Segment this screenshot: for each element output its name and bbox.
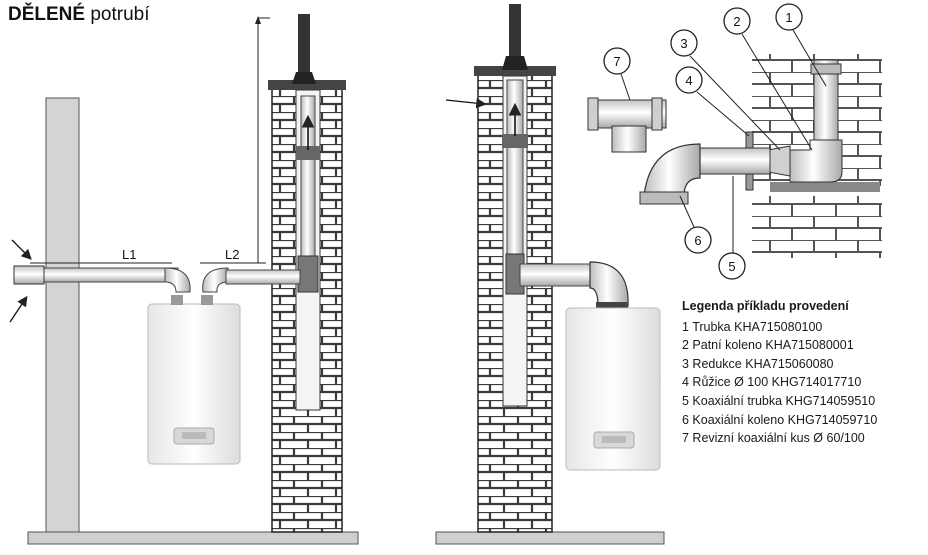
outer-wall <box>45 97 80 539</box>
legend-item: 1 Trubka KHA715080100 <box>682 319 823 334</box>
legend-item: 2 Patní koleno KHA715080001 <box>682 338 854 353</box>
legend-item: 6 Koaxiální koleno KHG714059710 <box>682 412 878 427</box>
part-7-revision <box>587 97 667 153</box>
floor-middle <box>435 531 665 545</box>
callout-2: 2 <box>723 7 813 151</box>
callout-2-label: 2 <box>733 14 740 29</box>
callout-4-label: 4 <box>685 73 692 88</box>
callout-5-label: 5 <box>728 259 735 274</box>
callout-1-label: 1 <box>785 10 792 25</box>
label-l2: L2 <box>225 247 239 262</box>
detail-scene: 1 2 3 4 7 <box>587 3 882 280</box>
part-6-elbow <box>643 143 701 197</box>
page-title: DĚLENÉ potrubí <box>8 4 150 26</box>
flue-pipe-middle <box>509 4 521 66</box>
callout-6-label: 6 <box>694 233 701 248</box>
pipe-l2 <box>225 269 301 285</box>
callout-5: 5 <box>718 176 746 280</box>
detail-wall-bottom <box>752 196 882 258</box>
part-3-reducer <box>767 145 791 177</box>
callout-3-label: 3 <box>680 36 687 51</box>
legend-heading: Legenda příkladu provedení <box>682 299 849 313</box>
scene-middle <box>435 4 665 545</box>
callout-6: 6 <box>679 195 712 254</box>
callout-7-label: 7 <box>613 54 620 69</box>
title-rest: potrubí <box>85 4 150 25</box>
coaxial-pipe <box>519 263 593 287</box>
legend: Legenda příkladu provedení 1 Trubka KHA7… <box>682 297 877 448</box>
title-bold: DĚLENÉ <box>8 4 86 25</box>
legend-item: 3 Redukce KHA715060080 <box>682 356 834 371</box>
boiler-left <box>147 295 241 465</box>
legend-item: 5 Koaxiální trubka KHG714059510 <box>682 393 876 408</box>
callout-7: 7 <box>603 47 631 101</box>
boiler-middle <box>565 307 661 471</box>
callout-4: 4 <box>675 66 750 137</box>
legend-item: 7 Revizní koaxiální kus Ø 60/100 <box>682 431 865 446</box>
part-5-coaxial <box>699 147 771 175</box>
legend-item: 4 Růžice Ø 100 KHG714017710 <box>682 375 862 390</box>
floor-left <box>27 531 359 545</box>
label-l1: L1 <box>122 247 136 262</box>
callout-1: 1 <box>775 3 827 87</box>
flue-pipe-left <box>298 14 310 84</box>
callout-3: 3 <box>670 29 781 151</box>
scene-left: L1 L2 <box>9 14 359 545</box>
